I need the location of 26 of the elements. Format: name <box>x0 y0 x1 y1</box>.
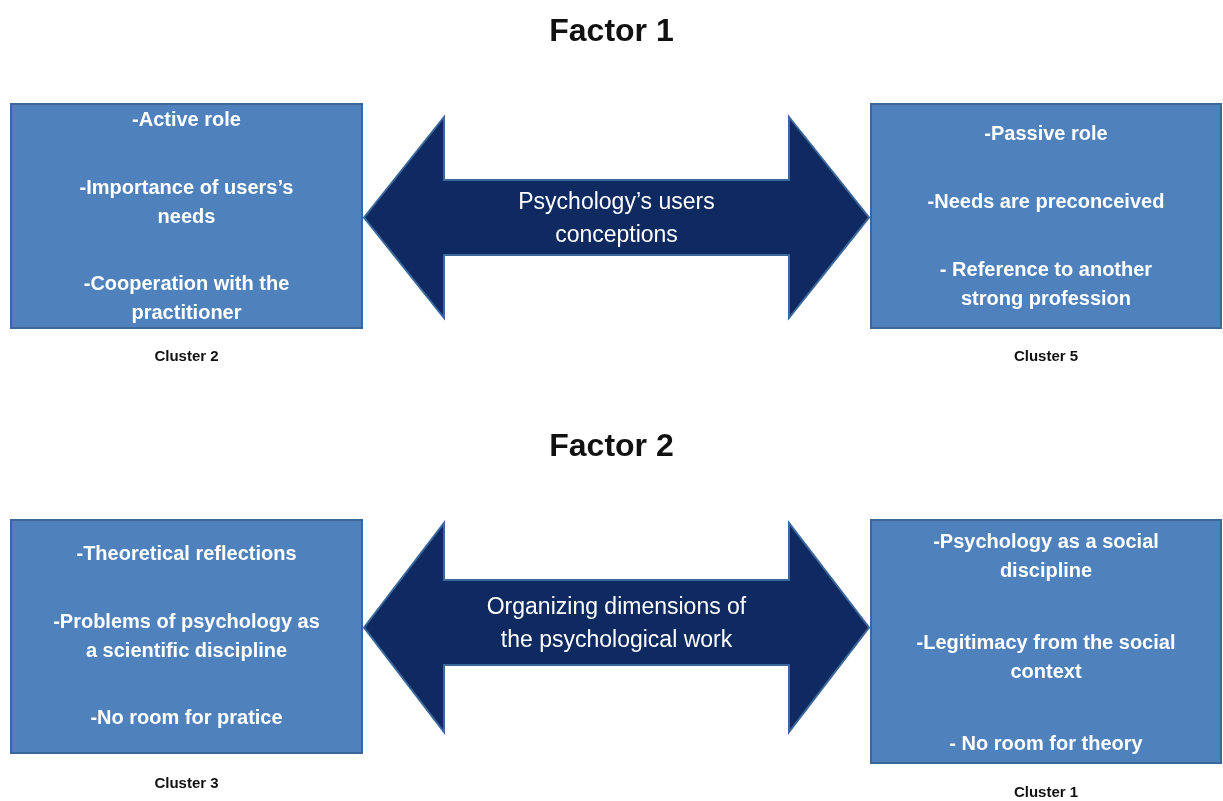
bullet-text: - No room for theory <box>949 731 1143 756</box>
double-arrow <box>362 114 871 321</box>
text-box <box>870 519 1222 764</box>
factor-heading: Factor 2 <box>549 427 674 463</box>
bullet-text: -Passive role <box>984 121 1108 146</box>
text-box <box>10 103 363 329</box>
bullet-text: -Theoretical reflections <box>76 541 297 566</box>
cluster-caption: Cluster 3 <box>154 774 219 791</box>
cluster-caption: Cluster 2 <box>154 347 219 364</box>
bullet-text: -Psychology as a social discipline <box>932 529 1160 583</box>
double-arrow <box>362 520 871 735</box>
bullet-text: -Needs are preconceived <box>927 189 1165 214</box>
bullet-text: - Reference to another strong profession <box>938 257 1154 311</box>
cluster-caption: Cluster 1 <box>1013 783 1079 800</box>
text-box <box>10 519 363 754</box>
bullet-text: -Importance of users’s needs <box>78 174 295 229</box>
bullet-text: -No room for pratice <box>90 705 283 730</box>
text-box <box>870 103 1222 329</box>
bullet-text: -Active role <box>132 107 241 132</box>
arrow-label: Psychology’s users conceptions <box>517 187 716 249</box>
arrow-label: Organizing dimensions of the psychological work <box>485 592 748 654</box>
bullet-text: -Cooperation with the practitioner <box>82 271 291 325</box>
factor-heading: Factor 1 <box>549 12 674 48</box>
bullet-text: -Legitimacy from the social context <box>915 630 1177 684</box>
bullet-text: -Problems of psychology as a scientific discipline <box>52 608 321 663</box>
cluster-caption: Cluster 5 <box>1013 347 1079 364</box>
